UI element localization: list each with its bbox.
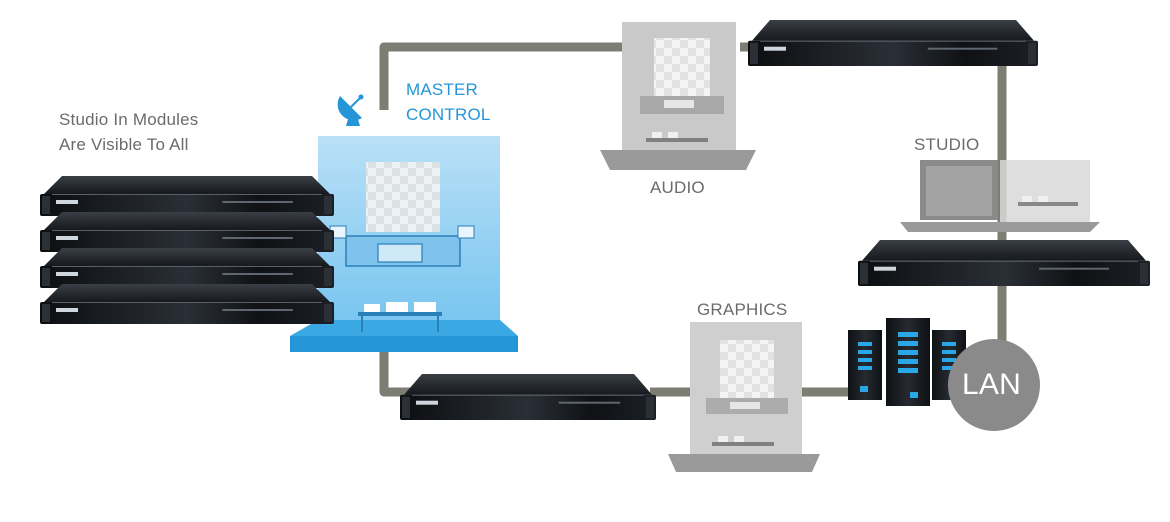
lan-label: LAN [962, 368, 1021, 401]
studio-room [900, 160, 1100, 232]
studio-in-modules-caption-line1: Studio In Modules [59, 110, 199, 129]
rack-server-stack-1 [40, 176, 334, 216]
rack-server-bottom [400, 374, 656, 420]
graphics-room [668, 322, 820, 472]
master-control-room [290, 136, 518, 352]
audio-label: AUDIO [650, 178, 705, 197]
graphics-label: GRAPHICS [697, 300, 788, 319]
audio-room [600, 22, 756, 170]
rack-server-stack-2 [40, 212, 334, 252]
tower-server-icon [886, 318, 930, 406]
studio-label: STUDIO [914, 135, 980, 154]
tower-server-icon [848, 330, 882, 400]
master-control-label-line1: MASTER [406, 80, 479, 99]
rack-server-studio [858, 240, 1150, 286]
rack-server-top-right [748, 20, 1038, 66]
rack-servers [40, 20, 1150, 420]
master-control-label-line2: CONTROL [406, 105, 491, 124]
lan-circle-icon [948, 339, 1040, 431]
studio-in-modules-caption-line2: Are Visible To All [59, 135, 189, 154]
rack-server-stack-3 [40, 248, 334, 288]
tower-servers [848, 318, 966, 406]
rack-server-stack-4 [40, 284, 334, 324]
cable-master-to-audio [379, 42, 640, 110]
satellite-dish-icon [337, 94, 364, 126]
